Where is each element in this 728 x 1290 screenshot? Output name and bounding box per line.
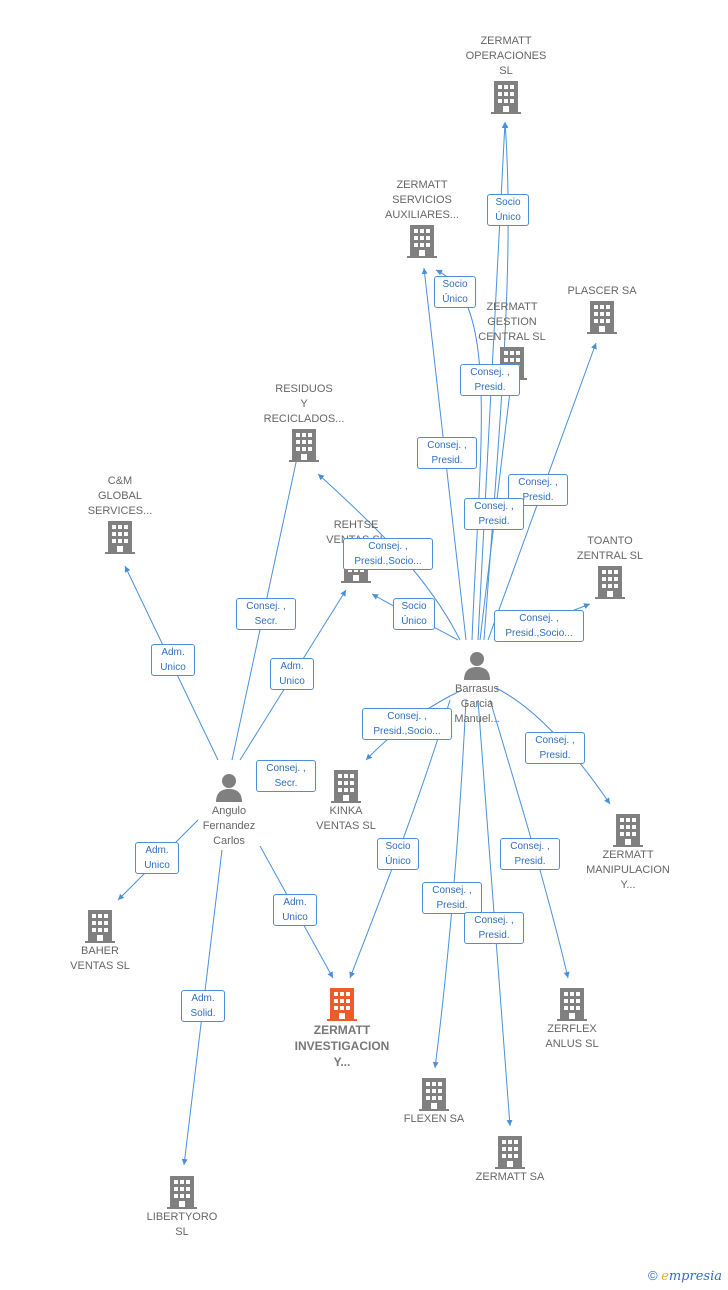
node-label: BAHER VENTAS SL	[70, 945, 130, 972]
edge-label-socio-unico-serv[interactable]: Socio Único	[434, 276, 476, 308]
person-icon	[216, 774, 242, 802]
edge-label-socio-unico-rehtse[interactable]: Socio Único	[393, 598, 435, 630]
node-label: KINKA VENTAS SL	[316, 805, 376, 832]
node-label: FLEXEN SA	[403, 1113, 465, 1125]
node-libertyoro[interactable]: LIBERTYORO SL	[132, 1174, 232, 1240]
person-icon	[464, 652, 490, 680]
building-icon	[167, 1176, 197, 1209]
node-zermatt-operaciones[interactable]: ZERMATT OPERACIONES SL	[446, 34, 566, 115]
edge-label-consej-presid-zermattsa[interactable]: Consej. , Presid.	[464, 912, 524, 944]
node-label: Angulo Fernandez Carlos	[202, 805, 256, 847]
edge-label-adm-unico-rehtse[interactable]: Adm. Unico	[270, 658, 314, 690]
edge-label-consej-secr-residuos[interactable]: Consej. , Secr.	[236, 598, 296, 630]
building-icon	[557, 988, 587, 1021]
brand-logo: © empresia	[648, 1268, 722, 1284]
node-toanto[interactable]: TOANTO ZENTRAL SL	[560, 534, 660, 600]
node-label: ZERMATT INVESTIGACION Y...	[294, 1023, 390, 1069]
edge-label-consej-presid-socio-residuos[interactable]: Consej. , Presid.,Socio...	[343, 538, 433, 570]
building-icon	[327, 988, 357, 1021]
building-icon	[613, 814, 643, 847]
edge-label-consej-presid-ops[interactable]: Consej. , Presid.	[464, 498, 524, 530]
building-icon	[419, 1078, 449, 1111]
node-label: ZERMATT OPERACIONES SL	[465, 35, 547, 77]
node-kinka[interactable]: KINKA VENTAS SL	[296, 768, 396, 834]
building-icon	[587, 301, 617, 334]
building-icon	[85, 910, 115, 943]
edge-label-adm-unico-cm[interactable]: Adm. Unico	[151, 644, 195, 676]
edge-label-consej-presid-zerflex[interactable]: Consej. , Presid.	[500, 838, 560, 870]
node-label: ZERMATT SERVICIOS AUXILIARES...	[385, 179, 459, 221]
node-residuos[interactable]: RESIDUOS Y RECICLADOS...	[244, 382, 364, 463]
building-icon	[331, 770, 361, 803]
node-zermatt-servicios[interactable]: ZERMATT SERVICIOS AUXILIARES...	[362, 178, 482, 259]
node-zermatt-investigacion[interactable]: ZERMATT INVESTIGACION Y...	[276, 986, 408, 1070]
node-label: ZERFLEX ANLUS SL	[545, 1023, 599, 1050]
node-label: TOANTO ZENTRAL SL	[576, 535, 644, 562]
edge-label-consej-secr-angulo[interactable]: Consej. , Secr.	[256, 760, 316, 792]
node-label: PLASCER SA	[567, 285, 637, 297]
edge-label-adm-solid-liberty[interactable]: Adm. Solid.	[181, 990, 225, 1022]
node-plascer[interactable]: PLASCER SA	[552, 284, 652, 335]
edge-label-socio-unico-invest[interactable]: Socio Único	[377, 838, 419, 870]
brand-e: e	[661, 1269, 669, 1284]
node-label: LIBERTYORO SL	[146, 1211, 218, 1238]
building-icon	[491, 81, 521, 114]
edge-label-socio-unico-ops[interactable]: Socio Único	[487, 194, 529, 226]
node-label: ZERMATT MANIPULACION Y...	[586, 849, 670, 891]
node-label: C&M GLOBAL SERVICES...	[87, 475, 153, 517]
node-label: Barrasus Garcia Manuel...	[454, 683, 500, 725]
building-icon	[105, 521, 135, 554]
node-flexen[interactable]: FLEXEN SA	[384, 1076, 484, 1127]
node-cm-global[interactable]: C&M GLOBAL SERVICES...	[60, 474, 180, 555]
node-label: ZERMATT SA	[475, 1171, 545, 1183]
node-angulo[interactable]: Angulo Fernandez Carlos	[184, 772, 274, 849]
edge-label-consej-presid-gestion[interactable]: Consej. , Presid.	[460, 364, 520, 396]
building-icon	[289, 429, 319, 462]
node-baher[interactable]: BAHER VENTAS SL	[50, 908, 150, 974]
building-icon	[595, 566, 625, 599]
node-zerflex[interactable]: ZERFLEX ANLUS SL	[522, 986, 622, 1052]
brand-name: mpresia	[668, 1269, 722, 1284]
building-icon	[407, 225, 437, 258]
edge-label-adm-unico-baher[interactable]: Adm. Unico	[135, 842, 179, 874]
building-icon	[495, 1136, 525, 1169]
node-zermatt-sa[interactable]: ZERMATT SA	[460, 1134, 560, 1185]
edge-label-consej-presid-socio-kinka[interactable]: Consej. , Presid.,Socio...	[362, 708, 452, 740]
edge-label-adm-unico-invest[interactable]: Adm. Unico	[273, 894, 317, 926]
edge-label-consej-presid-manip[interactable]: Consej. , Presid.	[525, 732, 585, 764]
node-label: ZERMATT GESTION CENTRAL SL	[478, 301, 546, 343]
edge-label-consej-presid-socio-toanto[interactable]: Consej. , Presid.,Socio...	[494, 610, 584, 642]
node-label: RESIDUOS Y RECICLADOS...	[263, 383, 345, 425]
edge-label-consej-presid-flexen[interactable]: Consej. , Presid.	[422, 882, 482, 914]
node-barrasus[interactable]: Barrasus Garcia Manuel...	[432, 650, 522, 727]
node-zermatt-manipulacion[interactable]: ZERMATT MANIPULACION Y...	[568, 812, 688, 893]
edge-label-consej-presid-plascer[interactable]: Consej. , Presid.	[508, 474, 568, 506]
copyright-symbol: ©	[647, 1268, 658, 1283]
edge-label-consej-presid-serv[interactable]: Consej. , Presid.	[417, 437, 477, 469]
